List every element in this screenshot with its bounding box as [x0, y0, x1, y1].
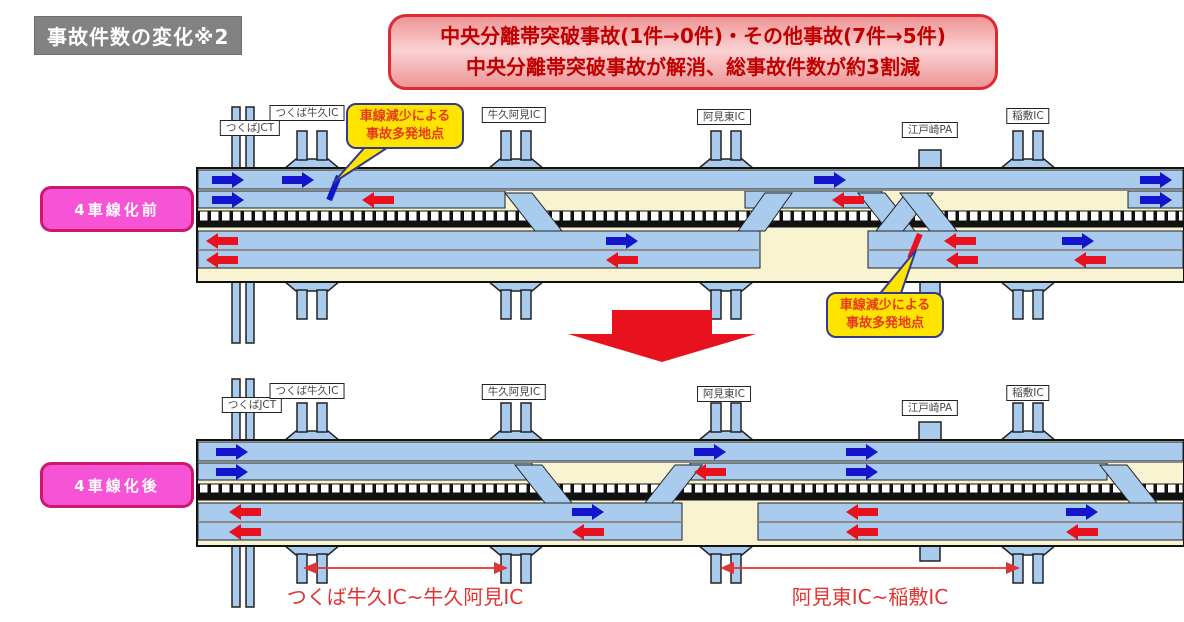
- ic-label-ami-higashi-before: 阿見東IC: [697, 109, 751, 126]
- pa-stub: [918, 421, 942, 442]
- callout-line2: 事故多発地点: [845, 316, 924, 332]
- callout-line2: 事故多発地点: [365, 127, 444, 143]
- ic-label-inashiki-after: 稲敷IC: [1006, 385, 1050, 402]
- ic-ramp: [283, 280, 341, 320]
- ic-ramp: [283, 402, 341, 442]
- crossover: [898, 192, 959, 232]
- ic-ramp: [697, 130, 755, 170]
- crossover: [737, 192, 793, 232]
- median-checker: [197, 483, 1184, 501]
- ic-label-ushiku-ami-after: 牛久阿見IC: [481, 384, 547, 401]
- jct-ramp: [231, 280, 255, 344]
- span-arrow-right: [720, 562, 1020, 574]
- summary-banner: 中央分離帯突破事故(1件→0件)・その他事故(7件→5件) 中央分離帯突破事故が…: [388, 14, 998, 90]
- callout-line1: 車線減少による: [839, 298, 931, 313]
- ic-ramp: [697, 402, 755, 442]
- ic-label-tsukuba-jct-after: つくばJCT: [221, 397, 283, 414]
- accident-mark-blue: [326, 174, 342, 202]
- ic-label-tsukuba-ushiku-after: つくば牛久IC: [269, 383, 345, 400]
- pa-label-edosaki-before: 江戸崎PA: [901, 122, 959, 139]
- road-strip: [197, 441, 1184, 462]
- span-arrow-left: [303, 562, 508, 574]
- jct-ramp: [231, 106, 255, 170]
- accident-callout-left: 車線減少による 事故多発地点: [346, 103, 464, 150]
- ic-ramp: [999, 130, 1057, 170]
- ic-label-ami-higashi-after: 阿見東IC: [697, 386, 751, 403]
- accident-callout-right: 車線減少による 事故多発地点: [826, 292, 944, 339]
- pa-stub: [918, 149, 942, 170]
- crossover: [643, 464, 704, 504]
- pa-stub: [919, 544, 941, 562]
- span-label-right: 阿見東IC~稲敷IC: [791, 585, 949, 609]
- ic-label-tsukuba-jct-before: つくばJCT: [219, 120, 281, 137]
- ic-ramp: [283, 130, 341, 170]
- page-title: 事故件数の変化※2: [34, 16, 243, 55]
- after-road-diagram: [196, 378, 1184, 608]
- crossover: [503, 192, 564, 232]
- ic-ramp: [487, 402, 545, 442]
- jct-ramp: [231, 544, 255, 608]
- banner-line1: 中央分離帯突破事故(1件→0件)・その他事故(7件→5件): [440, 24, 946, 48]
- median-checker: [197, 210, 1184, 228]
- ic-label-ushiku-ami-before: 牛久阿見IC: [481, 107, 547, 124]
- ic-ramp: [999, 280, 1057, 320]
- road-strip: [197, 462, 533, 481]
- ic-ramp: [999, 402, 1057, 442]
- ic-label-inashiki-before: 稲敷IC: [1006, 108, 1050, 125]
- callout-line1: 車線減少による: [359, 109, 451, 124]
- red-down-arrow: [568, 310, 756, 362]
- span-label-left: つくば牛久IC~牛久阿見IC: [286, 585, 524, 609]
- road-strip: [197, 190, 506, 209]
- crossover: [513, 464, 574, 504]
- ic-ramp: [487, 130, 545, 170]
- row-label-after: 4車線化後: [40, 462, 194, 508]
- banner-line2: 中央分離帯突破事故が解消、総事故件数が約3割減: [466, 55, 920, 79]
- road-strip: [689, 462, 1108, 481]
- before-road-diagram: [196, 106, 1184, 344]
- row-label-before: 4車線化前: [40, 186, 194, 232]
- ic-ramp: [487, 280, 545, 320]
- ic-ramp: [283, 544, 341, 584]
- accident-mark-red: [907, 232, 923, 260]
- pa-label-edosaki-after: 江戸崎PA: [901, 400, 959, 417]
- crossover: [1098, 464, 1159, 504]
- ic-label-tsukuba-ushiku-before: つくば牛久IC: [269, 105, 345, 122]
- ic-ramp: [697, 544, 755, 584]
